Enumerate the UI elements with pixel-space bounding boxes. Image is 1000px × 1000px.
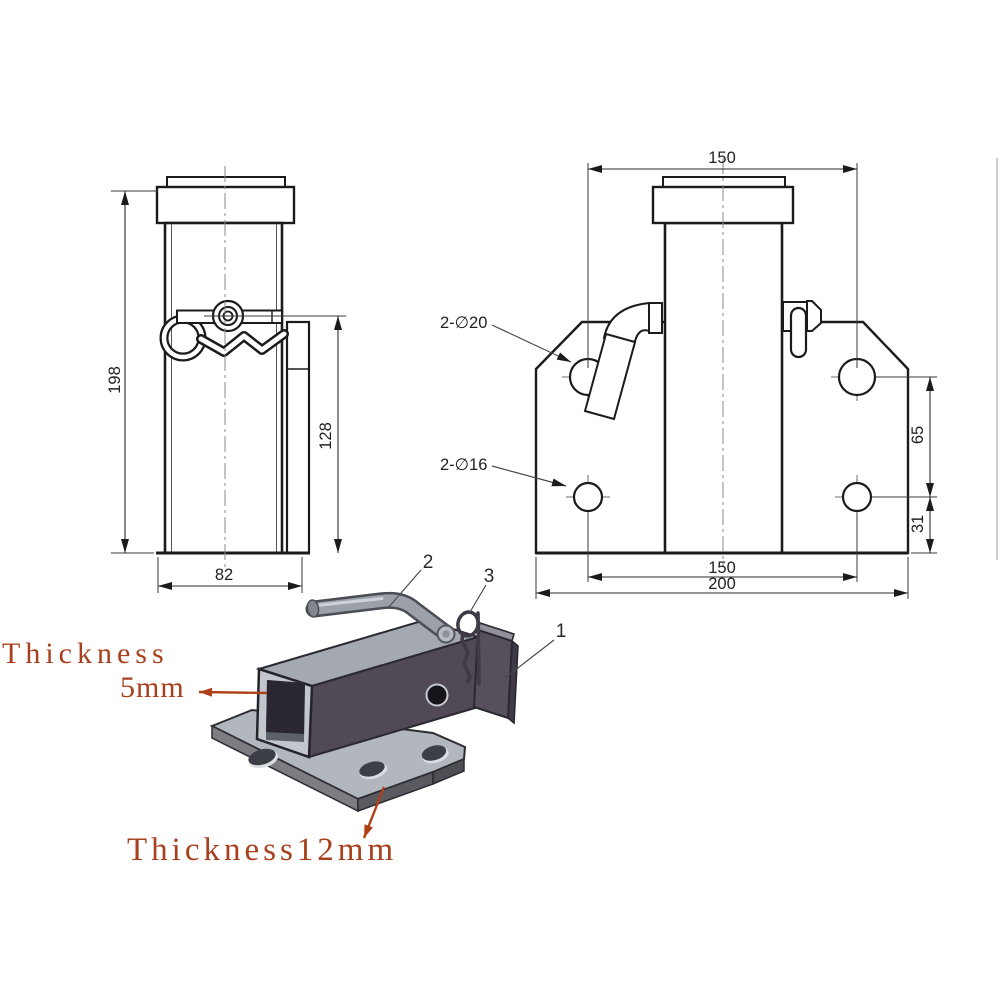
dim-label-top-150: 150 (708, 149, 736, 167)
iso-end-plate (472, 621, 519, 725)
annotation-thickness-word: Thickness (2, 637, 169, 670)
plate-thickness-arrow (362, 786, 386, 839)
annotation-base-thickness: Thickness12mm (127, 832, 398, 868)
side-view: 198 128 82 (106, 166, 346, 593)
hole-bottom-right (841, 481, 873, 513)
dim-65: 65 (872, 376, 937, 498)
dim-198: 198 (106, 190, 158, 554)
front-view: 150 2-∅20 2-∅16 65 31 150 (440, 149, 937, 599)
dim-label-82: 82 (215, 566, 233, 584)
hole-bottom-left (572, 481, 604, 513)
iso-handle-pin (305, 591, 456, 644)
dim-128: 128 (317, 316, 342, 553)
iso-base-plate (209, 708, 467, 813)
side-mount-plate-edge (285, 320, 311, 555)
callout-label-phi20: 2-∅20 (440, 314, 487, 332)
dim-top-150: 150 (587, 149, 858, 368)
dim-bottom-150: 150 (587, 513, 858, 582)
dim-31: 31 (909, 497, 937, 554)
r-clip-front (782, 300, 822, 359)
side-column (163, 221, 284, 555)
side-top-step (166, 176, 286, 188)
dim-label-198: 198 (106, 366, 124, 394)
part-label-1: 1 (556, 621, 567, 642)
iso-tube-hole (425, 683, 449, 707)
part-label-3: 3 (484, 566, 495, 587)
dim-82: 82 (157, 557, 303, 593)
hitch-pin-front (583, 301, 663, 421)
iso-plate-holes (248, 745, 449, 780)
part-label-2: 2 (423, 552, 434, 573)
dim-200: 200 (535, 557, 909, 599)
dim-label-bottom-150: 150 (708, 559, 736, 577)
dim-label-65: 65 (909, 426, 927, 444)
annotation-tube-thickness: 5mm (120, 671, 185, 704)
iso-part-labels: 2 3 1 (387, 552, 567, 679)
dim-label-128: 128 (317, 422, 335, 450)
iso-view: 2 3 1 (198, 552, 567, 839)
callout-bottom-holes: 2-∅16 (440, 456, 567, 487)
callout-label-phi16: 2-∅16 (440, 456, 487, 474)
front-top-step (662, 176, 786, 188)
iso-receiver-tube (255, 618, 482, 759)
callout-top-holes: 2-∅20 (440, 314, 572, 363)
dim-label-31: 31 (909, 515, 927, 533)
dim-label-200: 200 (708, 575, 736, 593)
tube-thickness-arrow (198, 687, 268, 697)
annotation-arrows (198, 687, 386, 839)
